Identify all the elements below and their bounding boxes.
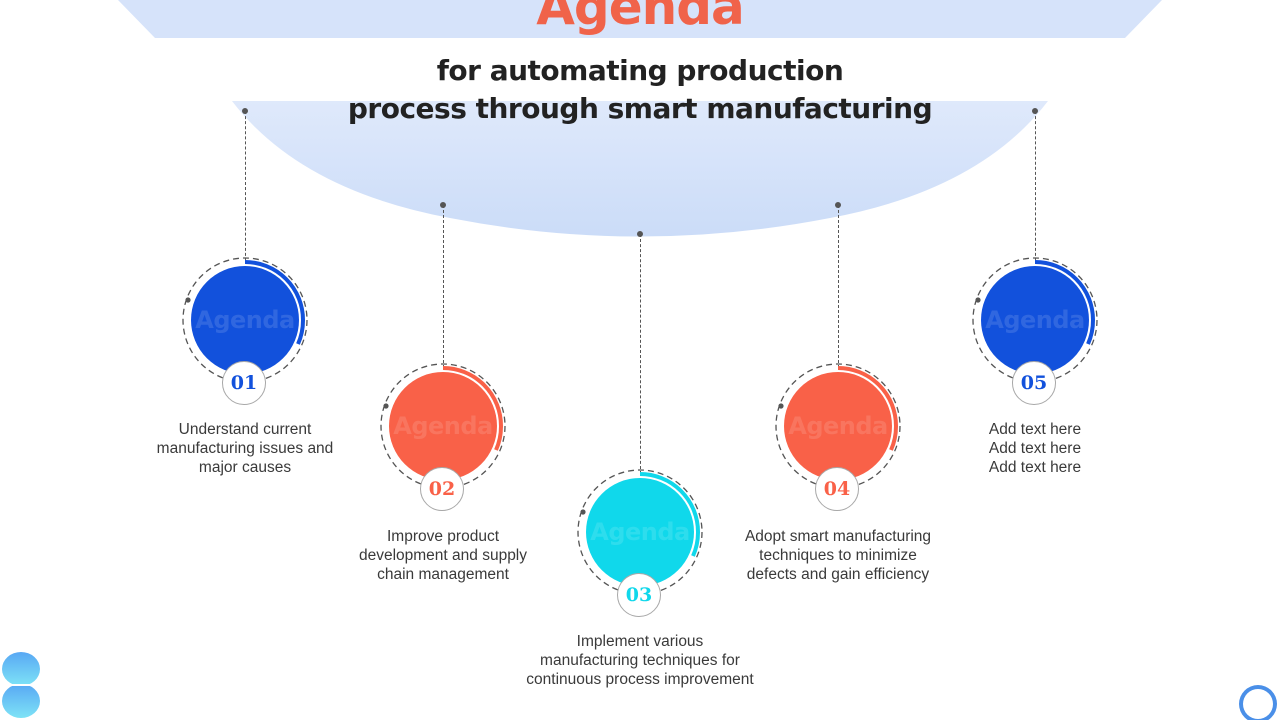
progress-ring [380,363,506,489]
page-subtitle: for automating production process throug… [0,52,1280,128]
subtitle-line-2: process through smart manufacturing [347,92,933,125]
agenda-item-1: Agenda 01 Understand current manufacturi… [125,0,365,476]
hanger-line [639,234,641,474]
progress-ring [972,257,1098,383]
description-line: manufacturing techniques for [540,652,740,669]
number-badge: 03 [617,573,661,617]
description-line: Add text here [988,459,1082,476]
number-badge: 04 [815,467,859,511]
description-line: development and supply [358,547,528,564]
agenda-description: Adopt smart manufacturing techniques to … [718,527,958,584]
agenda-watermark: Agenda [393,412,493,440]
decorative-ring-icon [1239,685,1277,720]
agenda-item-2: Agenda 02 Improve product development an… [323,0,563,583]
description-line: techniques to minimize [759,547,917,564]
description-line: Implement various [576,633,704,650]
description-line: defects and gain efficiency [746,566,930,583]
agenda-circle: Agenda [784,372,892,480]
agenda-watermark: Agenda [590,518,690,546]
description-line: manufacturing issues and [156,440,334,457]
agenda-watermark: Agenda [195,306,295,334]
agenda-circle: Agenda [586,478,694,586]
progress-ring [775,363,901,489]
hanger-line [837,205,839,368]
agenda-circle: Agenda [191,266,299,374]
progress-ring [182,257,308,383]
agenda-circle: Agenda [389,372,497,480]
hanger-line [244,111,246,261]
decorative-bubbles-icon [2,652,40,718]
agenda-item-3: Agenda 03 Implement various manufacturin… [520,0,760,688]
agenda-description: Add text here Add text here Add text her… [915,420,1155,477]
description-line: Improve product [387,528,499,545]
number-badge: 02 [420,467,464,511]
progress-ring [577,469,703,595]
agenda-circle: Agenda [981,266,1089,374]
description-line: Add text here [988,421,1082,438]
description-line: Adopt smart manufacturing [744,528,932,545]
agenda-description: Implement various manufacturing techniqu… [520,632,760,689]
agenda-item-5: Agenda 05 Add text here Add text here Ad… [915,0,1155,476]
description-line: major causes [198,459,292,476]
subtitle-line-1: for automating production [436,54,844,87]
agenda-description: Improve product development and supply c… [323,527,563,584]
agenda-watermark: Agenda [985,306,1085,334]
number-badge: 01 [222,361,266,405]
description-line: Add text here [988,440,1082,457]
number-badge: 05 [1012,361,1056,405]
hanger-line [1034,111,1036,261]
description-line: chain management [377,566,509,583]
agenda-watermark: Agenda [788,412,888,440]
hanger-line [442,205,444,368]
description-line: continuous process improvement [526,671,754,688]
agenda-item-4: Agenda 04 Adopt smart manufacturing tech… [718,0,958,583]
agenda-description: Understand current manufacturing issues … [125,420,365,477]
page-title: Agenda [536,0,745,36]
description-line: Understand current [178,421,312,438]
